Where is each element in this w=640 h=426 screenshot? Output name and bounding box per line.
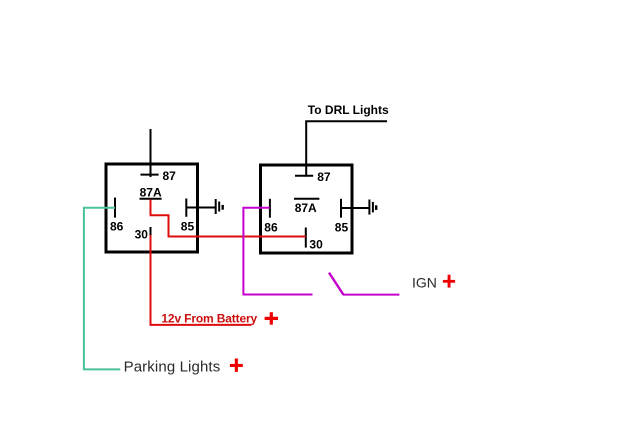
svg-text:IGN: IGN [412,274,437,290]
svg-text:87: 87 [163,169,177,183]
svg-text:85: 85 [335,220,349,234]
svg-text:30: 30 [135,227,149,241]
svg-text:To DRL Lights: To DRL Lights [308,103,389,117]
svg-text:85: 85 [181,220,195,234]
svg-text:86: 86 [264,220,278,234]
svg-text:87: 87 [317,170,331,184]
svg-text:86: 86 [110,219,124,233]
svg-text:87A: 87A [140,185,162,199]
svg-text:87A: 87A [295,201,317,215]
svg-text:Parking Lights: Parking Lights [124,358,221,375]
svg-text:30: 30 [309,238,323,252]
svg-text:12v From Battery: 12v From Battery [161,311,257,325]
